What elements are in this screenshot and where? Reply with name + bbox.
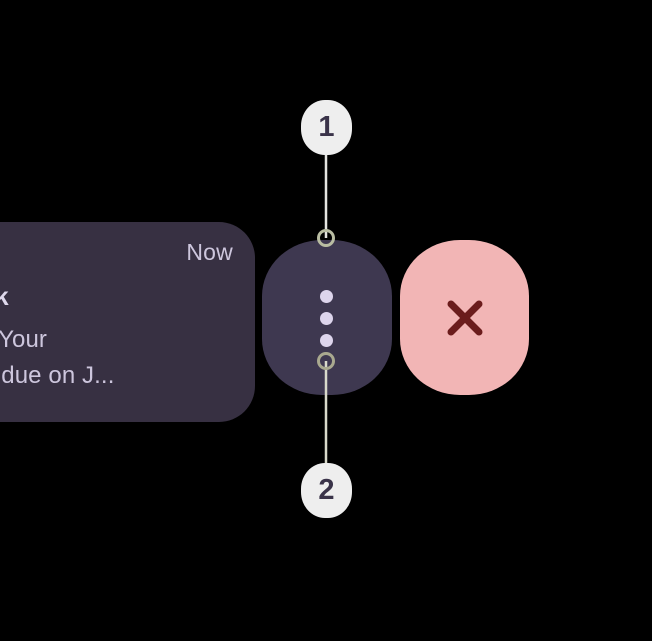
close-x-icon <box>447 300 483 336</box>
notification-timestamp: Now <box>186 239 233 265</box>
notification-body-line-2: nt is due on J... <box>1 362 115 389</box>
annotation-badge-1: 1 <box>301 100 352 155</box>
annotation-badge-2: 2 <box>301 463 352 518</box>
notification-body-line-1: der: Your <box>0 326 47 353</box>
kebab-dot-1 <box>320 290 333 303</box>
notification-card[interactable]: Now bank der: Your nt is due on J... <box>0 222 255 422</box>
kebab-dot-3 <box>320 334 333 347</box>
kebab-menu-icon <box>262 240 392 395</box>
kebab-dot-2 <box>320 312 333 325</box>
notification-body: der: Your nt is due on J... <box>0 322 250 394</box>
more-options-button[interactable] <box>262 240 392 395</box>
notification-title: bank <box>0 283 9 311</box>
dismiss-button[interactable] <box>400 240 529 395</box>
